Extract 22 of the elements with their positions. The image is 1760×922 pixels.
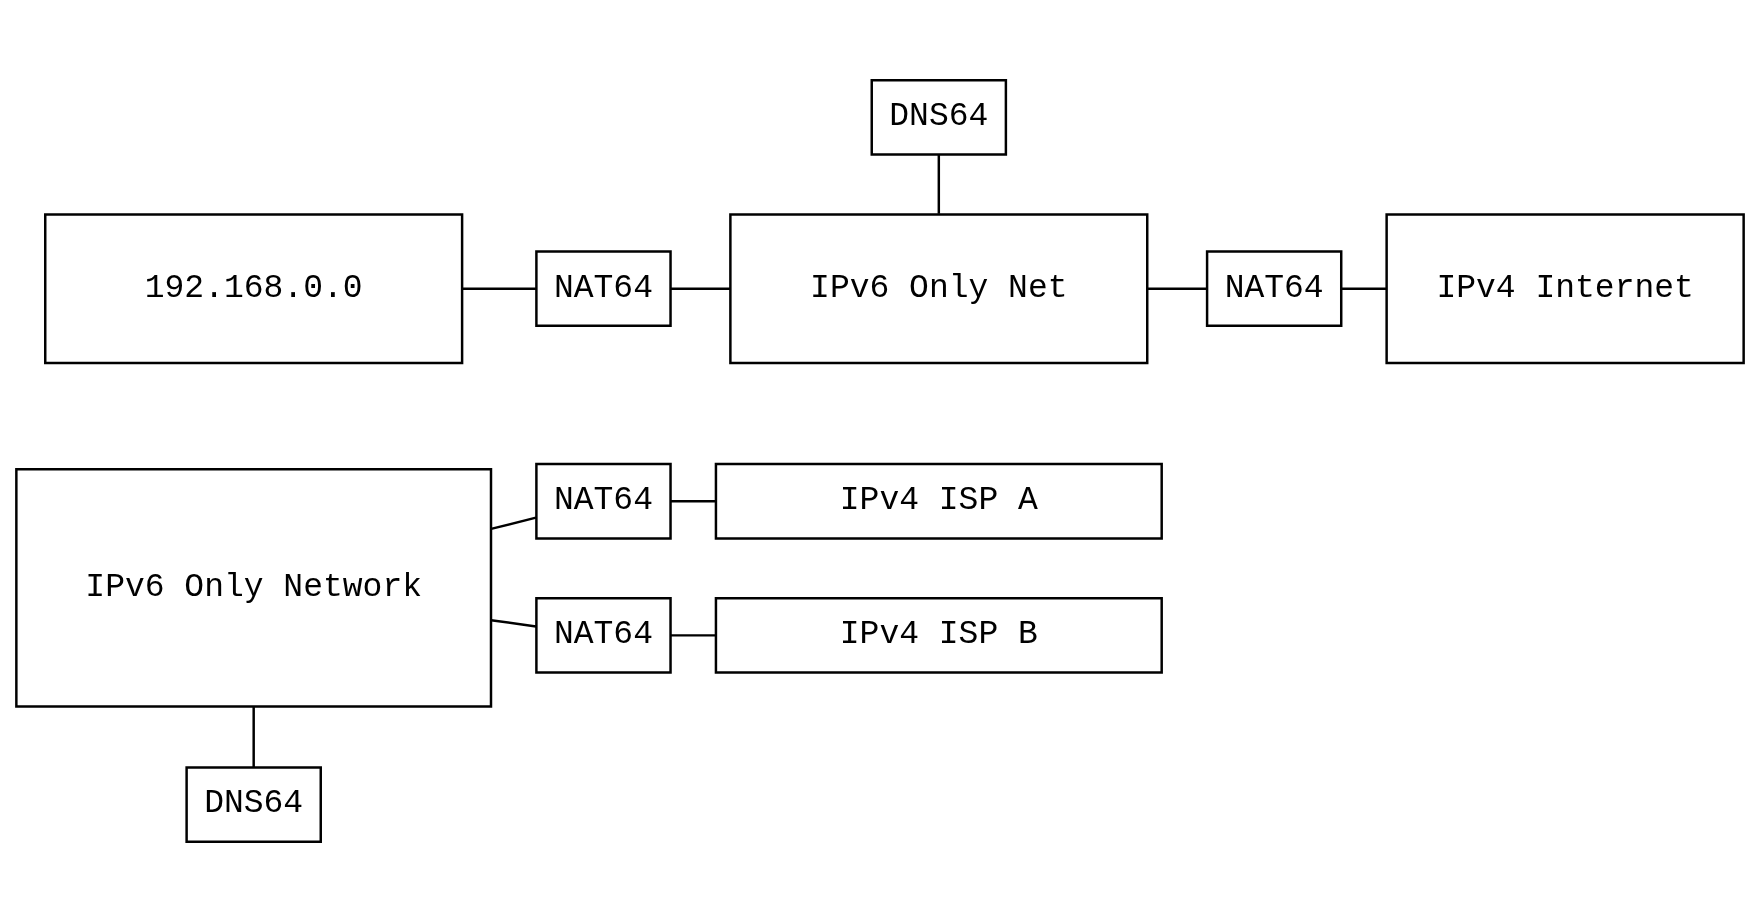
connector <box>670 500 716 503</box>
connector <box>1147 287 1207 290</box>
node-box: NAT64 <box>535 597 672 674</box>
connector <box>490 516 537 531</box>
node-box: NAT64 <box>1205 250 1343 328</box>
node-box: 192.168.0.0 <box>44 213 464 365</box>
node-box: NAT64 <box>535 462 672 540</box>
connector <box>937 155 941 214</box>
node-box: IPv4 Internet <box>1385 213 1745 365</box>
node-box: DNS64 <box>870 79 1008 156</box>
connector <box>462 287 537 290</box>
connector <box>1341 287 1387 290</box>
connector <box>252 707 255 768</box>
node-box: IPv4 ISP B <box>714 597 1163 674</box>
connector <box>670 634 716 637</box>
node-box: DNS64 <box>185 766 322 843</box>
connector <box>490 619 537 628</box>
node-box: NAT64 <box>535 250 672 328</box>
node-box: IPv6 Only Network <box>15 468 493 708</box>
connector <box>670 287 730 290</box>
node-box: IPv4 ISP A <box>714 462 1163 540</box>
node-box: IPv6 Only Net <box>729 213 1149 365</box>
